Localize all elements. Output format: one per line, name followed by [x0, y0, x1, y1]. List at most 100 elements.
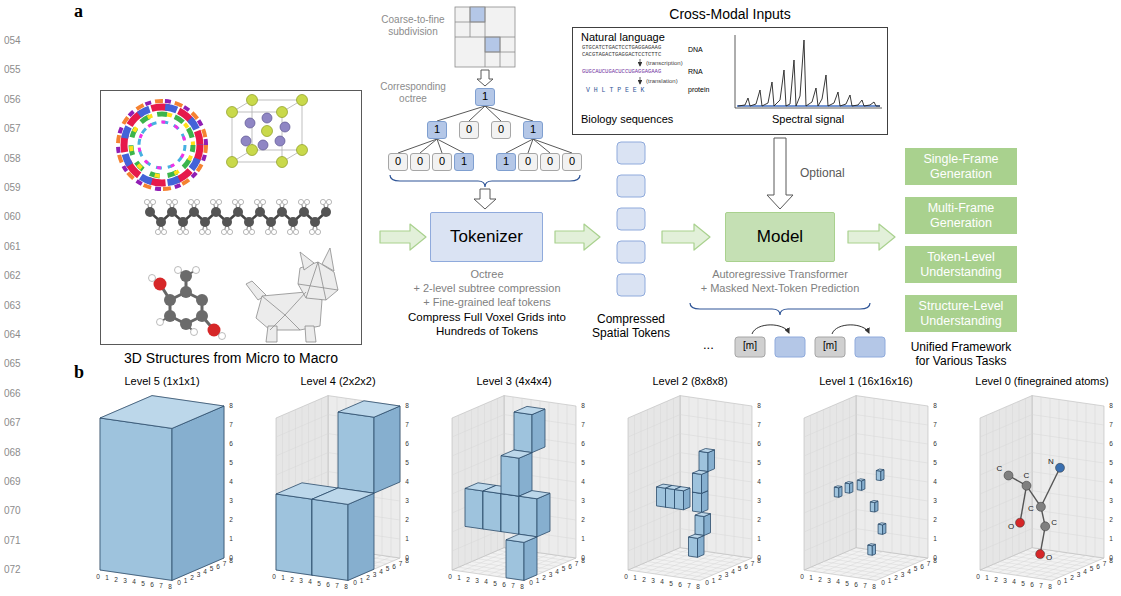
axis-tick: 5 [669, 580, 673, 588]
voxel-cube [872, 544, 875, 555]
voxel-cube [878, 523, 886, 525]
plot-title: Level 0 (finegrained atoms) [962, 375, 1121, 388]
axis-tick: 8 [933, 402, 937, 410]
method-note: Octree [407, 268, 567, 281]
node-text: Spectral signal [733, 113, 883, 126]
molecule-atom [164, 310, 176, 322]
voxel-cube [506, 534, 537, 542]
hydrogen-atom [260, 199, 265, 204]
axis-tick: 8 [520, 583, 524, 591]
voxel-cube [834, 487, 839, 497]
axis-tick: 1 [281, 574, 285, 582]
atom-symbol: C [1051, 519, 1057, 529]
axis-tick: 7 [575, 560, 579, 568]
hollow-arrow [474, 70, 496, 209]
hollow-arrow [474, 189, 496, 209]
axis-tick: 6 [216, 563, 220, 571]
carbon-atom [321, 207, 331, 217]
grid-line [628, 453, 680, 475]
carbon-atom [310, 217, 320, 227]
hydrogen-atom [315, 229, 320, 234]
hydrogen-atom [175, 267, 182, 274]
plot-title: Level 4 (2x2x2) [258, 375, 418, 388]
atom-sphere [1036, 502, 1045, 511]
node-text: Model [757, 227, 803, 247]
subdivision-grid [455, 7, 515, 67]
line-number: 057 [4, 123, 21, 135]
mask-token: [m] [815, 340, 845, 352]
grid-line [628, 434, 680, 456]
axis-tick: 1 [712, 577, 716, 585]
axis-tick: 1 [757, 535, 761, 543]
voxel-cube [876, 469, 884, 471]
structures-panel: 3D Structures from Micro to Macro [100, 90, 362, 345]
voxel-cube [276, 494, 312, 575]
brace [390, 175, 580, 187]
subdivision-grid [455, 22, 485, 23]
grid-line [691, 557, 743, 579]
sequence-text: GUGCAUCUGACUCCUGAGGAGAAG [582, 69, 661, 76]
voxel-cube [514, 412, 532, 453]
sequence-arrow [640, 59, 641, 66]
lattice-atom [297, 95, 308, 106]
lattice-atom [227, 157, 238, 168]
axis-tick: 0 [976, 573, 980, 581]
voxel-cube [100, 396, 224, 429]
lattice-atom [247, 95, 258, 106]
node-text: 1 [434, 123, 440, 136]
axis-tick: 1 [1064, 577, 1068, 585]
axis-tick: 7 [335, 582, 339, 590]
plot-title: Level 1 (16x16x16) [786, 375, 946, 388]
voxel-cube [870, 502, 875, 512]
hydrogen-atom [199, 229, 204, 234]
brace [390, 175, 870, 315]
voxel-cube [506, 540, 524, 581]
hydrogen-atom [254, 199, 259, 204]
mask-token-box [735, 337, 765, 357]
axis-tick: 4 [555, 568, 559, 576]
axis-tick: 6 [854, 581, 858, 589]
axis-pane [1032, 396, 1104, 558]
line-number: 070 [4, 505, 21, 517]
hydrogen-atom [216, 199, 221, 204]
voxel-cube [850, 482, 853, 493]
voxel-cube [695, 515, 704, 535]
stage-label: Unified Framework for Various Tasks [903, 340, 1019, 369]
hollow-arrow [767, 138, 793, 209]
sequence-arrow [640, 77, 641, 84]
axis-tick: 5 [141, 580, 145, 588]
axis-tick: 1 [633, 574, 637, 582]
axis-tick: 8 [1109, 402, 1113, 410]
axis-tick: 2 [757, 516, 761, 524]
ellipsis: ... [703, 337, 714, 353]
lattice-atom [227, 95, 308, 168]
voxel-cube [501, 450, 532, 458]
grid-line [276, 453, 328, 475]
axis-tick: 0 [933, 554, 937, 562]
grid-line [804, 472, 856, 494]
axis-tick: 4 [581, 478, 585, 486]
carbon-atom [211, 207, 221, 217]
prediction-arrow [752, 325, 869, 334]
dog-mesh [300, 252, 314, 270]
axis-tick: 6 [405, 440, 409, 448]
axis-tick: 5 [845, 580, 849, 588]
lattice-atom [297, 145, 308, 156]
axis-tick: 5 [493, 580, 497, 588]
lattice-atom [262, 113, 272, 123]
tree-link [506, 139, 533, 153]
octree-level-plot [628, 396, 752, 581]
lattice-atom [258, 140, 268, 150]
atom-symbol: C [997, 464, 1003, 474]
grid-line [674, 550, 746, 560]
axis-tick: 4 [132, 578, 136, 586]
grid-line [849, 554, 901, 576]
protein-ribbon [124, 107, 200, 183]
grid-line [1095, 405, 1096, 557]
predicted-token [775, 337, 805, 357]
hydrogen-atom [144, 199, 149, 204]
axis-tick: 3 [933, 497, 937, 505]
hydrogen-atom [221, 229, 226, 234]
grid-line [680, 472, 752, 482]
hydrogen-atom [149, 275, 156, 282]
